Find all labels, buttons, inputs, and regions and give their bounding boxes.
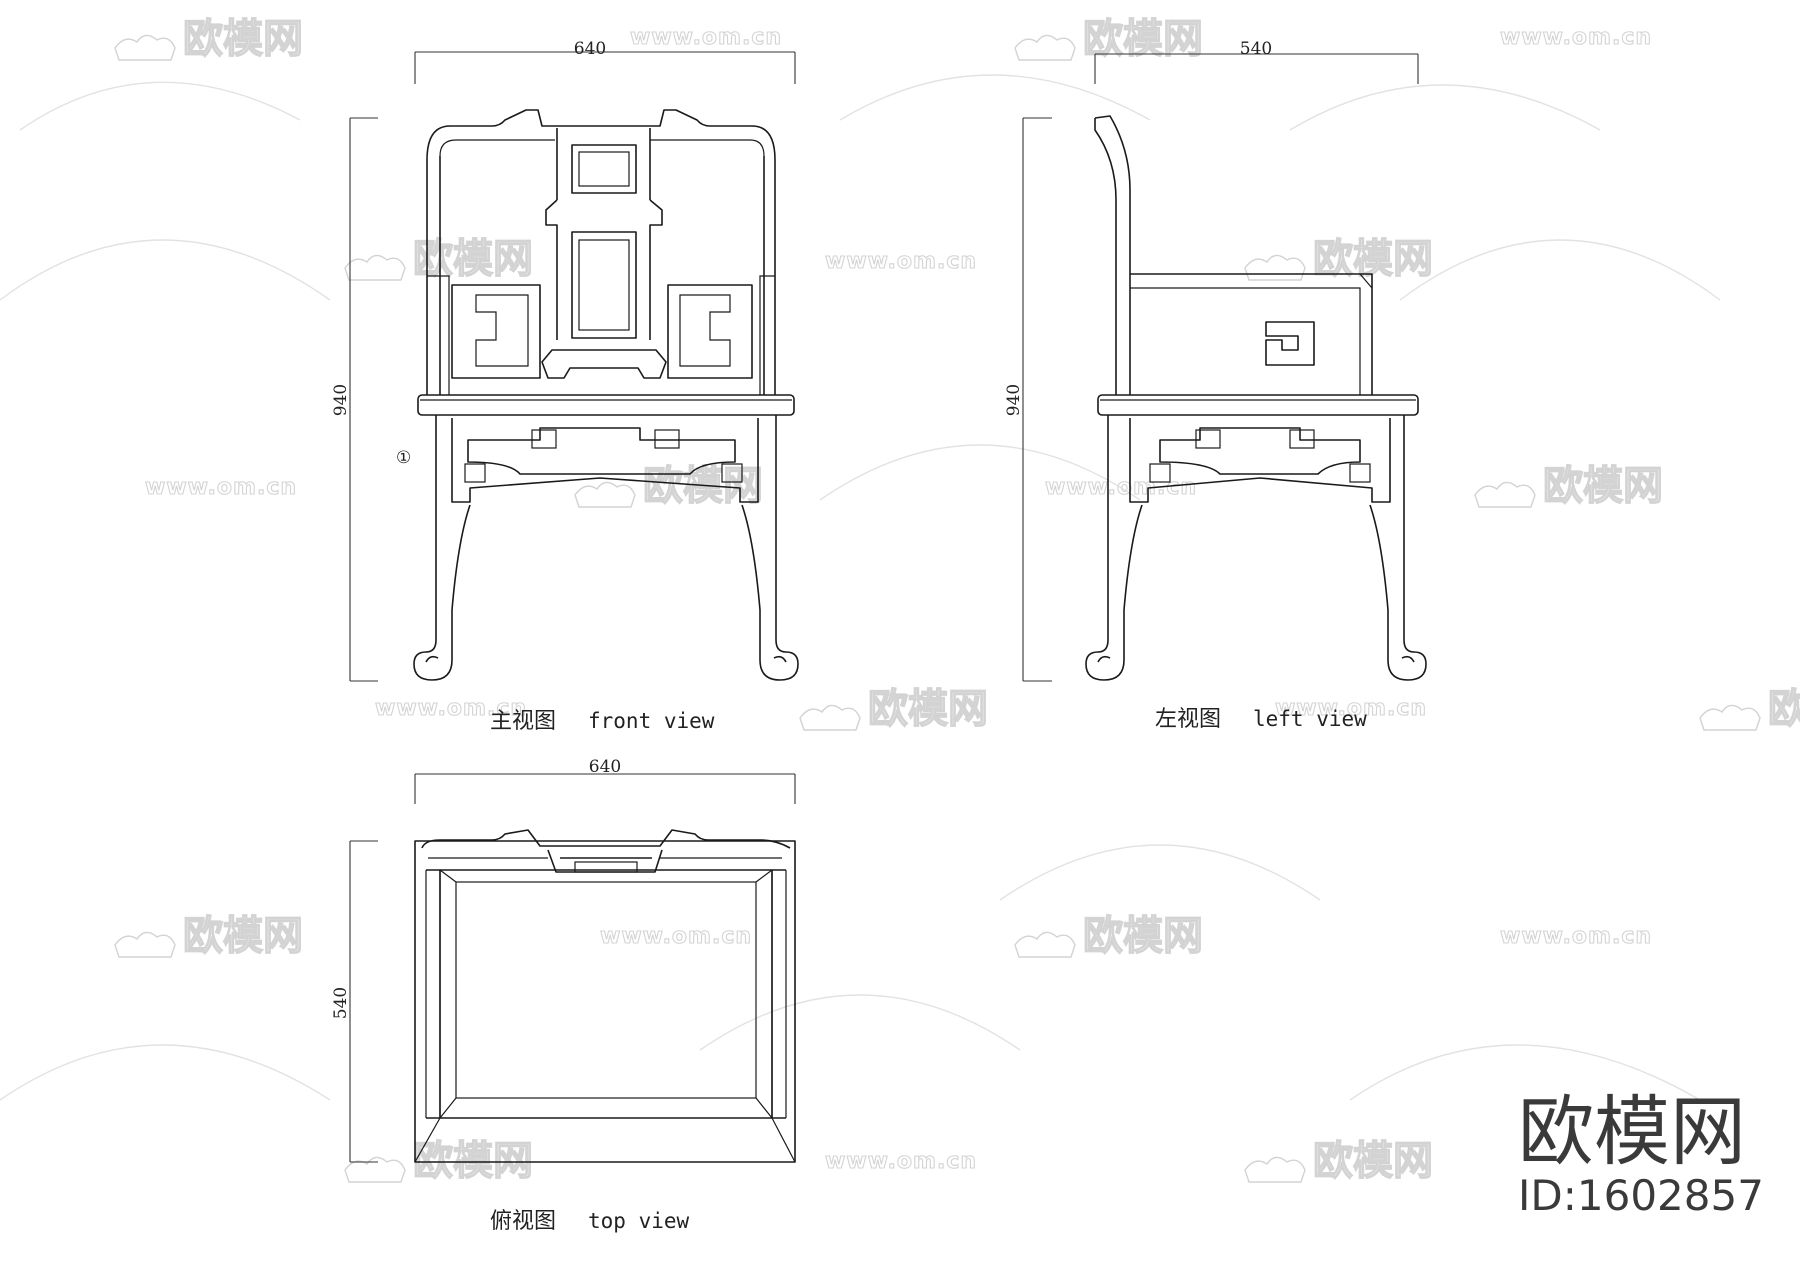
left-width-dimension: 540 (1094, 39, 1419, 84)
front-view: 640 940 ① (331, 39, 799, 734)
watermark-url: www.om.cn (1500, 924, 1652, 949)
svg-text:欧模网: 欧模网 (1083, 16, 1203, 62)
watermark-url: www.om.cn (1045, 475, 1197, 500)
front-caption: 主视图 front view (490, 709, 715, 734)
watermark-url: www.om.cn (145, 475, 297, 500)
top-caption-en: top view (588, 1209, 690, 1233)
top-width-dimension: 640 (414, 757, 796, 804)
watermark-logo: 欧模网 (114, 15, 304, 63)
front-width-label: 640 (574, 39, 606, 59)
watermark-logo: 欧模网 (1474, 462, 1664, 510)
watermark-logo: 欧模网 (1699, 685, 1800, 733)
top-chair-drawing (414, 829, 796, 1163)
top-width-label: 640 (589, 757, 621, 777)
left-width-label: 540 (1240, 39, 1272, 59)
svg-text:欧模网: 欧模网 (183, 16, 303, 62)
svg-text:欧模网: 欧模网 (1083, 913, 1203, 959)
left-caption: 左视图 left view (1155, 707, 1367, 732)
front-width-dimension: 640 (414, 39, 796, 84)
left-height-label: 940 (1004, 384, 1024, 416)
watermark-logo: 欧模网 (1244, 1137, 1434, 1185)
watermark-arcs (0, 74, 1721, 1101)
top-view: 640 540 (331, 757, 796, 1234)
watermark-url: www.om.cn (630, 25, 782, 50)
top-caption-cn: 俯视图 (490, 1209, 556, 1234)
splat-lower-panel (571, 231, 637, 339)
watermark-url: www.om.cn (825, 249, 977, 274)
svg-text:欧模网: 欧模网 (413, 1138, 533, 1184)
left-height-dimension: 940 (1004, 117, 1052, 682)
svg-text:欧模网: 欧模网 (413, 236, 533, 282)
watermark-logo: 欧模网 (574, 462, 764, 510)
watermark-logo: 欧模网 (344, 1137, 534, 1185)
watermark-logo: 欧模网 (799, 685, 989, 733)
top-caption: 俯视图 top view (490, 1209, 690, 1234)
watermark-logo: 欧模网 (114, 912, 304, 960)
svg-text:欧模网: 欧模网 (868, 686, 988, 732)
watermark-logo: 欧模网 (1014, 15, 1204, 63)
brand-name: 欧模网 (1518, 1087, 1746, 1176)
left-caption-cn: 左视图 (1155, 707, 1221, 732)
svg-text:欧模网: 欧模网 (1768, 686, 1800, 732)
brand-block: 欧模网 ID:1602857 (1518, 1087, 1764, 1220)
watermark-logo-group: 欧模网 欧模网 欧模网 欧模网 欧模网 欧模网 欧模网 欧模网 (114, 15, 1800, 1185)
front-seat (417, 394, 795, 416)
watermark-url: www.om.cn (825, 1149, 977, 1174)
front-caption-cn: 主视图 (490, 709, 556, 734)
left-caption-en: left view (1253, 707, 1367, 731)
watermark-url: www.om.cn (1275, 696, 1427, 721)
front-right-leg (741, 415, 799, 681)
watermark-url: www.om.cn (600, 924, 752, 949)
top-seat-panel (455, 881, 757, 1099)
left-view: 540 940 (1004, 39, 1427, 732)
brand-id: ID:1602857 (1518, 1171, 1764, 1220)
left-front-leg (1085, 415, 1143, 681)
watermark-logo: 欧模网 (1244, 235, 1434, 283)
left-chair-drawing (1085, 115, 1427, 681)
left-back-leg (1369, 415, 1427, 681)
part-marker: ① (396, 448, 411, 468)
top-height-label: 540 (331, 987, 351, 1019)
front-caption-en: front view (588, 709, 715, 733)
top-height-dimension: 540 (331, 840, 378, 1163)
watermark-url-group: www.om.cn www.om.cn www.om.cn www.om.cn … (144, 24, 1652, 1174)
watermark-url: www.om.cn (1500, 25, 1652, 50)
watermark-logo: 欧模网 (344, 235, 534, 283)
front-height-label: 940 (331, 384, 351, 416)
left-seat (1097, 394, 1419, 416)
svg-text:欧模网: 欧模网 (1543, 463, 1663, 509)
splat-upper-panel (571, 144, 637, 194)
top-seat-outline (414, 840, 796, 1163)
front-chair-drawing (413, 109, 799, 681)
watermark-logo: 欧模网 (1014, 912, 1204, 960)
svg-text:欧模网: 欧模网 (1313, 236, 1433, 282)
front-height-dimension: 940 (331, 117, 378, 682)
svg-text:欧模网: 欧模网 (1313, 1138, 1433, 1184)
svg-text:欧模网: 欧模网 (183, 913, 303, 959)
watermark-url: www.om.cn (375, 696, 527, 721)
front-left-leg (413, 415, 471, 681)
